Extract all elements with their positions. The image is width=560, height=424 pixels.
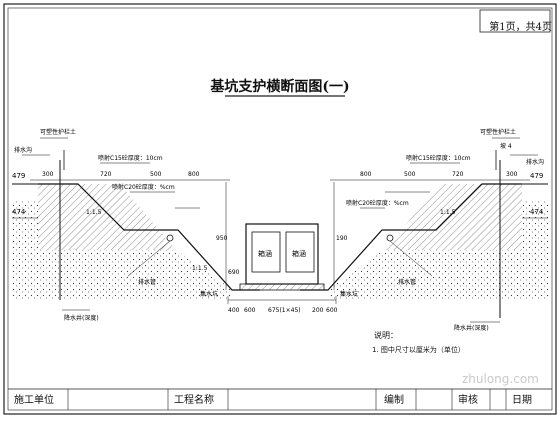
right-layer-2: 喷射C20砼厚度：%cm	[346, 199, 409, 207]
tb-project-name: 工程名称	[174, 395, 214, 406]
center-dim-height-right: 190	[336, 235, 348, 242]
right-elev-top: 479	[530, 172, 543, 180]
drawing-title: 基坑支护横断面图(一)	[210, 79, 350, 95]
center-dim-bottom-right-2: 600	[326, 307, 338, 314]
sheet-border	[3, 3, 557, 415]
left-slope-2: 1:1.5	[192, 265, 208, 272]
left-label-pipe: 排水管	[138, 278, 156, 286]
center-dim-bottom-mid: 675(1×45)	[268, 307, 301, 314]
left-layer-1: 喷射C15砼厚度：10cm	[98, 154, 163, 162]
left-elev-top: 479	[12, 172, 25, 180]
center-dim-bottom-left: 400	[228, 307, 240, 314]
left-label-ditch: 排水沟	[14, 146, 32, 154]
box-label-right: 箱涵	[292, 249, 306, 258]
title-block-grid	[8, 388, 552, 410]
box-culvert	[227, 223, 337, 304]
sheet-inner-border	[7, 7, 553, 411]
page-box	[479, 9, 551, 33]
notes-title: 说明：	[374, 331, 398, 340]
center-dim-height-left: 690	[228, 269, 240, 276]
left-embankment	[12, 137, 260, 311]
left-dim-4: 800	[188, 171, 200, 178]
center-label-drain-left: 集水坑	[200, 290, 218, 298]
tb-review: 审核	[458, 395, 478, 406]
right-elev-mid: 474	[530, 208, 544, 216]
left-elev-mid: 474	[12, 208, 26, 216]
watermark: zhulong.com	[462, 372, 539, 386]
right-slope-1: 1:1.5	[440, 209, 456, 216]
tb-date: 日期	[512, 395, 532, 406]
left-slope-1: 1:1.5	[86, 209, 102, 216]
right-label-plastic: 可塑性护栏土	[480, 128, 516, 136]
left-dim-3: 500	[150, 171, 162, 178]
tb-compile: 编制	[384, 395, 404, 406]
center-dim-bottom-left-2: 600	[244, 307, 256, 314]
tb-construction-unit: 施工单位	[14, 395, 54, 406]
left-label-well: 降水井(深度)	[64, 314, 99, 322]
left-dim-1: 300	[42, 171, 54, 178]
left-label-plastic: 可塑性护栏土	[40, 128, 76, 136]
notes-line-1: 1. 图中尺寸以厘米为（单位）	[372, 346, 465, 354]
center-dim-bottom-right: 200	[312, 307, 324, 314]
right-dim-1: 800	[360, 171, 372, 178]
right-dim-4: 300	[506, 171, 518, 178]
left-dim-2: 720	[100, 171, 112, 178]
box-label-left: 箱涵	[258, 249, 272, 258]
left-dim-vertical: 950	[216, 235, 228, 242]
right-dim-3: 720	[452, 171, 464, 178]
right-label-slope-note: 坡 4	[500, 142, 512, 150]
right-layer-1: 喷射C15砼厚度：10cm	[406, 154, 471, 162]
right-label-ditch: 排水沟	[526, 158, 544, 166]
right-label-well: 降水井(深度)	[454, 324, 489, 332]
right-dim-2: 500	[404, 171, 416, 178]
right-embankment	[300, 137, 548, 323]
right-label-pipe: 排水管	[398, 278, 416, 286]
center-label-drain-right: 集水坑	[340, 290, 358, 298]
left-layer-2: 喷射C20砼厚度：%cm	[112, 183, 175, 191]
page-label: 第1页，共4页	[489, 22, 552, 33]
